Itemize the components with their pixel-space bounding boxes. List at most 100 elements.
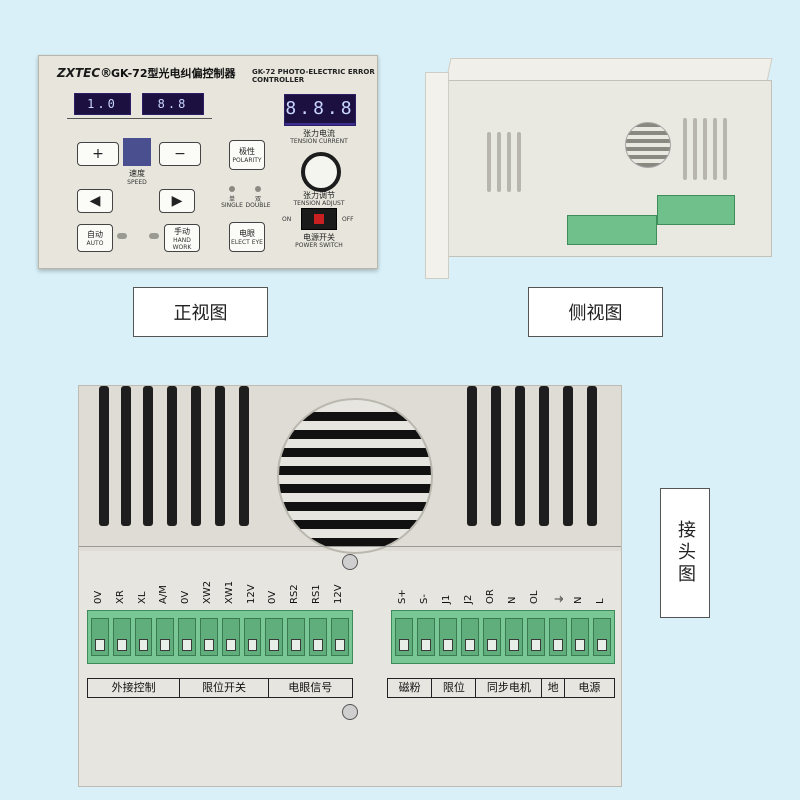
minus-button[interactable]: − [159, 142, 201, 166]
vent-slot [167, 386, 177, 526]
pin-label: XL [136, 591, 148, 604]
terminal-screw[interactable] [95, 639, 105, 651]
pin-label: N [573, 596, 584, 604]
terminal-cell [134, 618, 153, 656]
left-group-labels: 外接控制 限位开关 电眼信号 [87, 678, 353, 698]
left-arrow-button[interactable]: ◀ [77, 189, 113, 213]
side-vent [723, 118, 727, 180]
tension-current-label: 张力电流 [303, 129, 335, 138]
polarity-button[interactable]: 极性 POLARITY [229, 140, 265, 170]
terminal-cell [439, 618, 457, 656]
divider [79, 546, 621, 547]
vent-slot [121, 386, 131, 526]
power-switch[interactable] [301, 208, 337, 230]
screw-icon [342, 704, 358, 720]
pin-label: N [507, 596, 518, 604]
terminal-screw[interactable] [465, 639, 475, 651]
pin-label: 0V [267, 590, 279, 604]
vent-slot [587, 386, 597, 526]
terminal-screw[interactable] [247, 639, 258, 651]
side-terminal-block-right [657, 195, 735, 225]
vent-slot [143, 386, 153, 526]
caption-side-view: 侧视图 [528, 287, 663, 337]
terminal-screw[interactable] [334, 639, 345, 651]
right-arrow-button[interactable]: ▶ [159, 189, 195, 213]
auto-button[interactable]: 自动 AUTO [77, 224, 113, 252]
terminal-screw[interactable] [291, 639, 301, 651]
terminal-cell [112, 618, 131, 656]
side-vent [497, 132, 501, 192]
terminal-screw[interactable] [553, 639, 563, 651]
pin-label: XR [114, 590, 126, 604]
tension-adjust-label-en: TENSION ADJUST [293, 200, 345, 207]
group-label: 磁粉 [388, 679, 433, 697]
side-view [425, 50, 773, 279]
terminal-screw[interactable] [116, 639, 127, 651]
pin-label: A/M [158, 585, 170, 604]
terminal-cell [309, 618, 327, 656]
terminal-screw[interactable] [269, 639, 280, 651]
side-vent [487, 132, 491, 192]
terminal-cell [571, 618, 589, 656]
terminal-cell [395, 618, 413, 656]
terminal-screw[interactable] [487, 639, 497, 651]
single-label-en: SINGLE [221, 202, 243, 209]
terminal-screw[interactable] [160, 639, 171, 651]
side-vent [693, 118, 697, 180]
terminal-screw[interactable] [421, 639, 431, 651]
front-panel: ZXTEC® GK-72型光电纠偏控制器 GK-72 PHOTO-ELECTRI… [38, 55, 378, 269]
terminal-cell [221, 618, 240, 656]
speed-label: 速度 [129, 169, 145, 178]
off-label: OFF [342, 216, 354, 223]
vent-slot [467, 386, 477, 526]
power-switch-rocker [314, 214, 324, 224]
terminal-cell [527, 618, 545, 656]
hand-led [149, 233, 159, 239]
terminal-cell [287, 618, 305, 656]
terminal-cell [156, 618, 175, 656]
terminal-cell [461, 618, 479, 656]
pin-label: RS1 [311, 584, 322, 604]
hand-button[interactable]: 手动 HAND WORK [164, 224, 200, 252]
elect-eye-button[interactable]: 电眼 ELECT EYE [229, 222, 265, 252]
on-label: ON [282, 216, 292, 223]
terminal-screw[interactable] [597, 639, 607, 651]
pin-label: J1 [441, 594, 452, 604]
terminal-cell [593, 618, 611, 656]
pin-label: S- [419, 594, 430, 604]
terminal-screw[interactable] [531, 639, 541, 651]
screw-icon [342, 554, 358, 570]
terminal-screw[interactable] [399, 639, 409, 651]
terminal-screw[interactable] [138, 639, 149, 651]
power-switch-label-en: POWER SWITCH [295, 242, 343, 249]
tension-adjust-label: 张力调节 [303, 191, 335, 200]
terminal-screw[interactable] [313, 639, 323, 651]
terminal-screw[interactable] [182, 639, 192, 651]
vent-slot [563, 386, 573, 526]
auto-led [117, 233, 127, 239]
side-front-flange [425, 72, 449, 279]
pin-label: S+ [397, 589, 408, 604]
group-label: 同步电机 [476, 679, 543, 697]
pin-label: 12V [332, 584, 344, 604]
terminal-cell [549, 618, 567, 656]
terminal-cell [505, 618, 523, 656]
terminal-screw[interactable] [509, 639, 519, 651]
group-label: 地 [542, 679, 565, 697]
tension-adjust-knob[interactable] [301, 152, 341, 192]
side-terminal-block-left [567, 215, 657, 245]
speed-knob-icon[interactable] [123, 138, 151, 166]
pin-label: 0V [93, 590, 104, 604]
terminal-cell [243, 618, 262, 656]
group-label: 限位 [432, 679, 477, 697]
terminal-screw[interactable] [575, 639, 585, 651]
terminal-screw[interactable] [443, 639, 453, 651]
tension-current-label-en: TENSION CURRENT [290, 138, 348, 145]
terminal-screw[interactable] [204, 639, 214, 651]
plus-button[interactable]: + [77, 142, 119, 166]
single-led [229, 186, 235, 192]
fan-grille [277, 398, 433, 554]
side-vent [517, 132, 521, 192]
terminal-screw[interactable] [225, 639, 236, 651]
group-label: 外接控制 [88, 679, 181, 697]
